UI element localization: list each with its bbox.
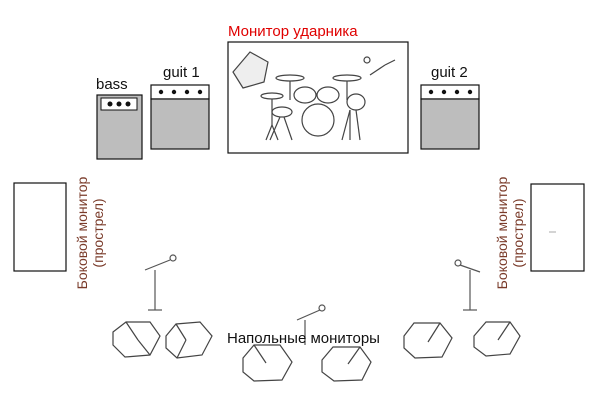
side-monitor-right-label: Боковой монитор (прострел) xyxy=(494,148,526,318)
guit2-label: guit 2 xyxy=(431,64,468,81)
side-monitor-left-label: Боковой монитор (прострел) xyxy=(74,148,106,318)
floor-monitor-icon xyxy=(112,321,161,358)
drum-monitor-label: Монитор ударника xyxy=(228,23,358,40)
mic-stand-icon xyxy=(296,304,326,345)
side-monitor-left xyxy=(13,182,67,272)
floor-monitors-label: Напольные мониторы xyxy=(227,330,380,347)
guit1-label: guit 1 xyxy=(163,64,200,81)
mic-stand-icon xyxy=(144,254,177,311)
guitar1-amp xyxy=(150,84,210,150)
side-monitor-right xyxy=(530,183,585,272)
guitar2-amp xyxy=(420,84,480,150)
mic-stand-icon xyxy=(454,259,481,311)
floor-monitor-icon xyxy=(165,321,213,359)
floor-monitor-icon xyxy=(473,321,521,357)
floor-monitor-icon xyxy=(242,344,293,382)
side-monitor-right-line2: (прострел) xyxy=(510,198,526,268)
bass-label: bass xyxy=(96,76,128,93)
side-monitor-left-line2: (прострел) xyxy=(90,198,106,268)
side-monitor-left-line1: Боковой монитор xyxy=(74,176,90,290)
bass-amp xyxy=(96,94,143,160)
floor-monitor-icon xyxy=(321,346,372,382)
floor-monitor-icon xyxy=(403,322,453,359)
side-monitor-right-line1: Боковой монитор xyxy=(494,176,510,290)
drum-kit-icon xyxy=(232,51,396,141)
